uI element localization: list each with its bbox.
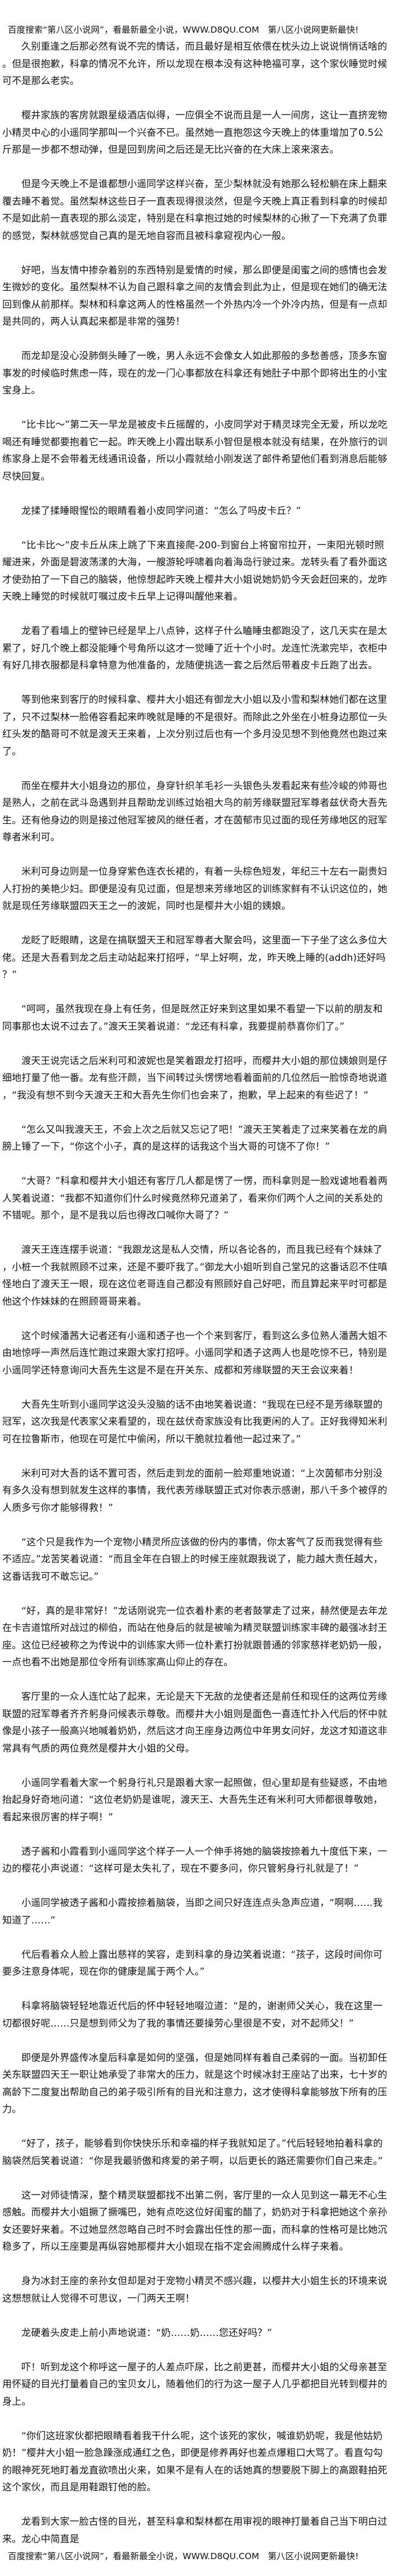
paragraph: 透子酱和小霞看到小遥同学这个样子一人一个伸手将她的脑袋按捺着九十度低下来，一边的… [2,1846,387,1875]
paragraph: “好了，孩子，能够看到你快快乐乐和幸福的样子我就知足了。”代后轻轻地拍着科拿的脑… [2,2138,383,2167]
paragraph: 大吾先生听到小遥同学这没头没脑的话不由地笑着说道：“我现在已经不是芳缘联盟的冠军… [2,1399,387,1445]
paragraph: 小遥同学被透子酱和小霞按捺着脑袋，当即之间只好连连点头急声应道，“啊啊……我知道… [2,1897,383,1926]
paragraph: 龙揉了揉睡眼惺忪的眼睛看着小皮同学问道：“怎么了吗皮卡丘？” [21,505,301,517]
paragraph: 代后看着众人脸上露出慈祥的笑容，走到科拿的身边笑着说道：“孩子，这段时间你可要多… [2,1949,383,1978]
paragraph: “比卡比～”第二天一早龙是被皮卡丘摇醒的，小皮同学对于精灵球完全无爱，所以龙吃喝… [2,419,388,482]
paragraph: 而坐在樱井大小姐身边的那位，身穿针织羊毛衫一头银色头发看起来有些冷峻的帅哥也是熟… [2,780,387,844]
paragraph: “你们这班家伙都把眼睛看着我干什么呢，这个该死的家伙，喊谁奶奶呢，我是他姑奶奶！… [2,2430,387,2494]
site-banner-bottom: 百度搜索“第八区小说网”，看最新最全小说，WWW.D8QU.COM 第八区小说网… [8,2551,359,2561]
paragraph: 樱井家族的客房就跟星级酒店似得，一应俱全不说而且是一人一间房，这让一直挤宠物小精… [2,110,387,156]
paragraph: 小遥同学看着大家一个躬身行礼只是跟着大家一起照做，但心里却是有些疑惑，不由地抬起… [2,1777,387,1823]
site-banner-top: 百度搜索“第八区小说网”，看最新最全小说，WWW.D8QU.COM 第八区小说网… [8,25,359,35]
paragraph: 科拿将脑袋轻轻地靠近代后的怀中轻轻地啜泣道：“是的，谢谢师父关心，我在这里一切都… [2,2001,383,2029]
paragraph: 米利可对大吾的话不置可否，然后走到龙的面前一脸郑重地说道：“上次茵郁市分别没有多… [2,1467,387,1514]
paragraph: 身为冰封王座的亲孙女但却是对于宠物小精灵不感兴趣，以樱井大小姐生长的环境来说这想… [2,2276,387,2304]
paragraph: 客厅里的一众人连忙站了起来，无论是天下无敌的龙使者还是前任和现任的这两位芳缘联盟… [2,1691,387,1754]
paragraph: “比卡比～”皮卡丘从床上跳了下来直接爬-200-到窗台上将窗帘拉开，一束阳光顿时… [2,539,387,603]
paragraph: 但是今天晚上不是谁都想小遥同学这样兴奋，至少梨林就没有她那么轻松躺在床上翻来覆去… [2,179,387,242]
paragraph: 龙硬着头皮走上前小声地说道：“奶……奶……您还好吗？” [21,2327,272,2339]
chapter-content: 久别重逢之后那必然有说不完的情话，而且最好是相互依偎在枕头边上说说悄悄话啥的。但… [2,38,392,2548]
paragraph: 这个时候潘茜大记者还有小遥和透子也一个个来到客厅，看到这么多位熟人潘茜大姐不由地… [2,1330,387,1376]
paragraph: “大哥？”科拿和樱井大小姐还有客厅几人都是愣了一愣，而科拿则是一脸戏谑地看着两人… [2,1176,388,1221]
paragraph: “怎么又叫我渡天王，不会上次之后就又忘记了吧！”渡天王笑着走了过来笑着在龙的肩膀… [2,1124,388,1153]
paragraph: “呵呵，虽然我现在身上有任务，但是既然正好来到这里如果不看望一下以前的朋友和同事… [2,1004,383,1032]
paragraph: 而龙却是没心没肺倒头睡了一晚，男人永远不会像女人如此那般的多愁善感，顶多东窗事发… [2,351,387,396]
paragraph: 渡天王说完话之后米利可和波妮也是笑着跟龙打招呼，而樱井大小姐的那位姨娘则是仔细地… [2,1055,387,1101]
paragraph: 即便是外界盛传冰皇后科拿是如何的坚强，但是她同样有着自己柔弱的一面。当初卸任关东… [2,2052,387,2116]
paragraph: 龙眨了眨眼睛，这是在搞联盟天王和冠军尊者大聚会吗，这里面一下子坐了这么多位大佬。… [2,935,387,981]
paragraph: 久别重逢之后那必然有说不完的情话，而且最好是相互依偎在枕头边上说说悄悄话啥的。但… [2,41,387,87]
paragraph: 龙看到大家一脸古怪的目光，甚至科拿和梨林都在用审视的眼神打量着自己当下明白过来。… [2,2516,387,2545]
paragraph: 米利可身边则是一位身穿紫色连衣长裙的，有着一头棕色短发，年纪三十左右一副贵妇人打… [2,866,387,912]
paragraph: “好，真的是非常好！”龙话刚说完一位衣着朴素的老者鼓掌走了过来，赫然便是去年龙在… [2,1605,388,1669]
paragraph: 这一对师徒情深，整个精灵联盟都找不出第二例，客厅里的一众人见到这一幕无不心生感触… [2,2189,387,2253]
paragraph: 等到他来到客厅的时候科拿、樱井大小姐还有御龙大小姐以及小雪和梨林她们都在这里了，… [2,694,387,757]
paragraph: 好吧，当友情中掺杂着别的东西特别是爱情的时候，那么即便是闺蜜之间的感情也会发生微… [2,264,387,328]
paragraph: 渡天王连连摆手说道：“我跟龙这是私人交情，所以各论各的，而且我已经有个妹妹了，小… [2,1244,388,1307]
paragraph: 龙看了看墙上的壁钟已经是早上八点钟，这样子什么瞌睡虫都跑没了，这几天实在是太累了… [2,626,387,671]
paragraph: “这个只是我作为一个宠物小精灵所应该做的份内的事情，你太客气了反而我觉得有些不适… [2,1536,383,1582]
paragraph: 吓！听到龙这个称呼这一屋子的人差点吓尿，比之前更甚，而樱井大小姐的父母亲甚至用怀… [2,2361,387,2407]
